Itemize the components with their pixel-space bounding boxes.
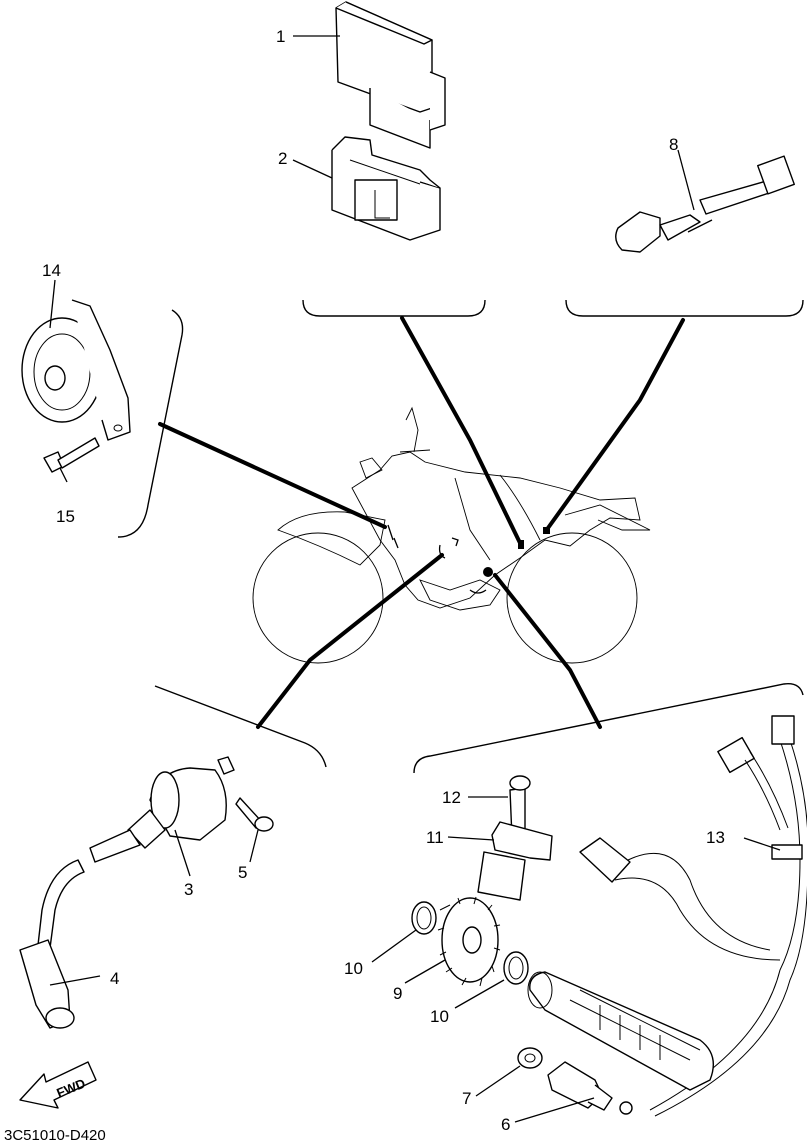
callout-1: 1	[276, 27, 285, 46]
part-sensor-lead	[615, 155, 795, 253]
part-harness	[579, 715, 807, 1117]
callout-15: 15	[56, 507, 75, 526]
part-ignition-coil	[89, 756, 235, 863]
part-spark-cap	[19, 859, 85, 1029]
callout-3: 3	[184, 880, 193, 899]
diagram-code: 3C51010-D420	[4, 1127, 106, 1142]
part-holder	[331, 136, 441, 241]
fwd-arrow-icon: FWD	[19, 1061, 97, 1109]
callout-12: 12	[442, 788, 461, 807]
part-shaft	[527, 971, 714, 1091]
callout-7: 7	[462, 1089, 471, 1108]
group-brackets	[117, 299, 804, 774]
part-washer	[517, 1047, 543, 1069]
part-bolt-15	[43, 437, 100, 473]
part-speed-sensor	[477, 821, 553, 901]
part-gear	[437, 896, 501, 987]
callout-9: 9	[393, 984, 402, 1003]
callout-10-lower: 10	[430, 1007, 449, 1026]
part-switch	[547, 1061, 633, 1115]
callout-leaders	[49, 35, 781, 1123]
callout-numbers: 1 2 3 4 5 6 7 8 9 10 10 11 12 13 14 15	[42, 27, 725, 1134]
callout-8: 8	[669, 135, 678, 154]
callout-6: 6	[501, 1115, 510, 1134]
callout-5: 5	[238, 863, 247, 882]
part-circlip-upper	[411, 901, 437, 935]
callout-2: 2	[278, 149, 287, 168]
part-bolt-12	[509, 775, 531, 839]
callout-14: 14	[42, 261, 61, 280]
group-leader-lines	[158, 316, 685, 729]
callout-4: 4	[110, 969, 119, 988]
callout-10-upper: 10	[344, 959, 363, 978]
motorcycle-outline	[252, 406, 651, 664]
part-circlip-lower	[503, 951, 529, 985]
part-horn	[21, 299, 131, 441]
callout-11: 11	[426, 828, 444, 847]
part-bolt-5	[235, 797, 274, 832]
callout-13: 13	[706, 828, 725, 847]
part-ecu	[335, 1, 446, 149]
location-markers	[387, 524, 550, 594]
